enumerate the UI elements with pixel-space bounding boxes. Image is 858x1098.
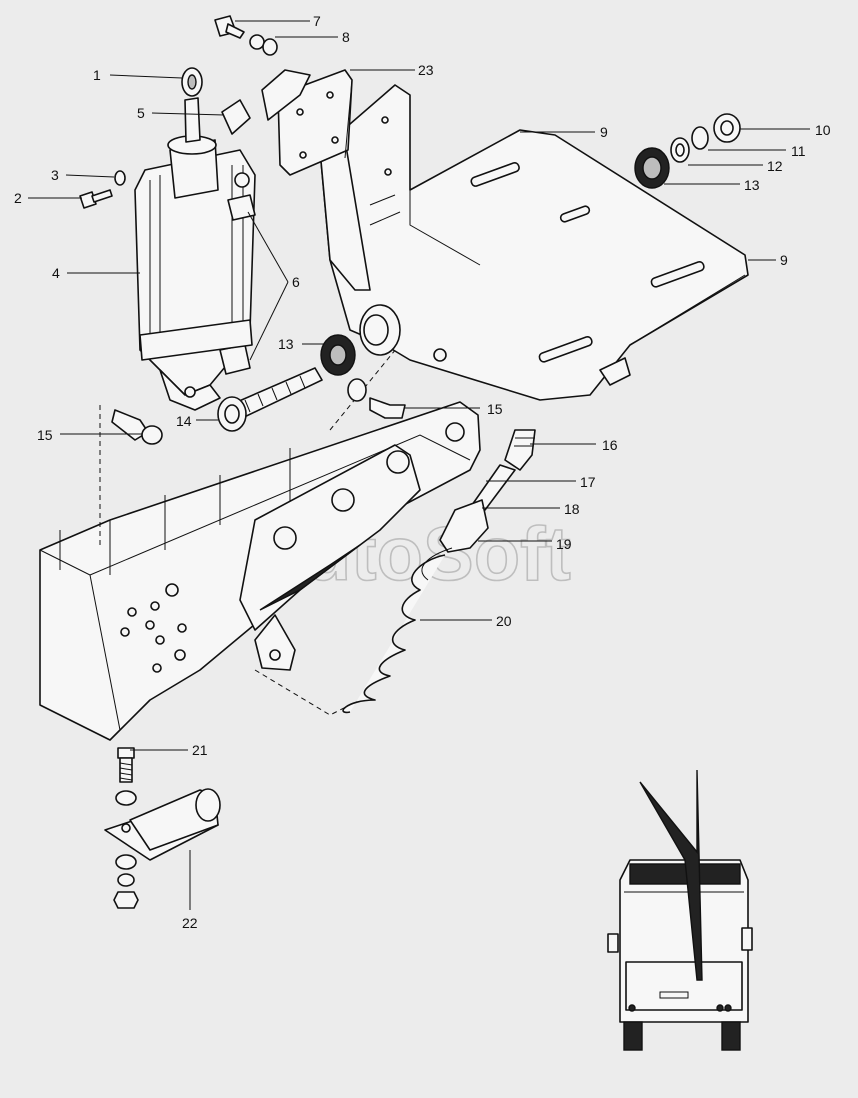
callout-6: 6: [292, 274, 300, 290]
callout-1: 1: [93, 67, 101, 83]
callout-17: 17: [580, 474, 596, 490]
callouts: 1 2 3 4 5 6 7 8 23 9 9 10 11 12 13 13: [14, 13, 831, 931]
callout-13-left: 13: [278, 336, 294, 352]
callout-11: 11: [791, 143, 806, 159]
callout-19: 19: [556, 536, 572, 552]
callout-2: 2: [14, 190, 22, 206]
callout-5: 5: [137, 105, 145, 121]
callout-23: 23: [418, 62, 434, 78]
callout-22: 22: [182, 915, 198, 931]
cylinder: [134, 67, 256, 411]
callout-9-top: 9: [600, 124, 608, 140]
small-bracket-assembly: [104, 747, 221, 909]
callout-7: 7: [313, 13, 321, 29]
callout-8: 8: [342, 29, 350, 45]
callout-14: 14: [176, 413, 192, 429]
callout-12: 12: [767, 158, 783, 174]
main-bracket: [39, 209, 561, 741]
callout-18: 18: [564, 501, 580, 517]
small-fasteners-left: [79, 15, 278, 209]
truck-front-inset-icon: [604, 769, 784, 1054]
callout-15-left: 15: [37, 427, 53, 443]
callout-15-right: 15: [487, 401, 503, 417]
callout-20: 20: [496, 613, 512, 629]
callout-3: 3: [51, 167, 59, 183]
valve-and-tube: [342, 429, 536, 714]
callout-21: 21: [192, 742, 208, 758]
callout-10: 10: [815, 122, 831, 138]
nut-washer-set: [320, 113, 741, 376]
mounting-plate: [261, 69, 749, 401]
callout-4: 4: [52, 265, 60, 281]
callout-13-right: 13: [744, 177, 760, 193]
callout-9-right: 9: [780, 252, 788, 268]
callout-16: 16: [602, 437, 618, 453]
screws: [111, 367, 406, 445]
